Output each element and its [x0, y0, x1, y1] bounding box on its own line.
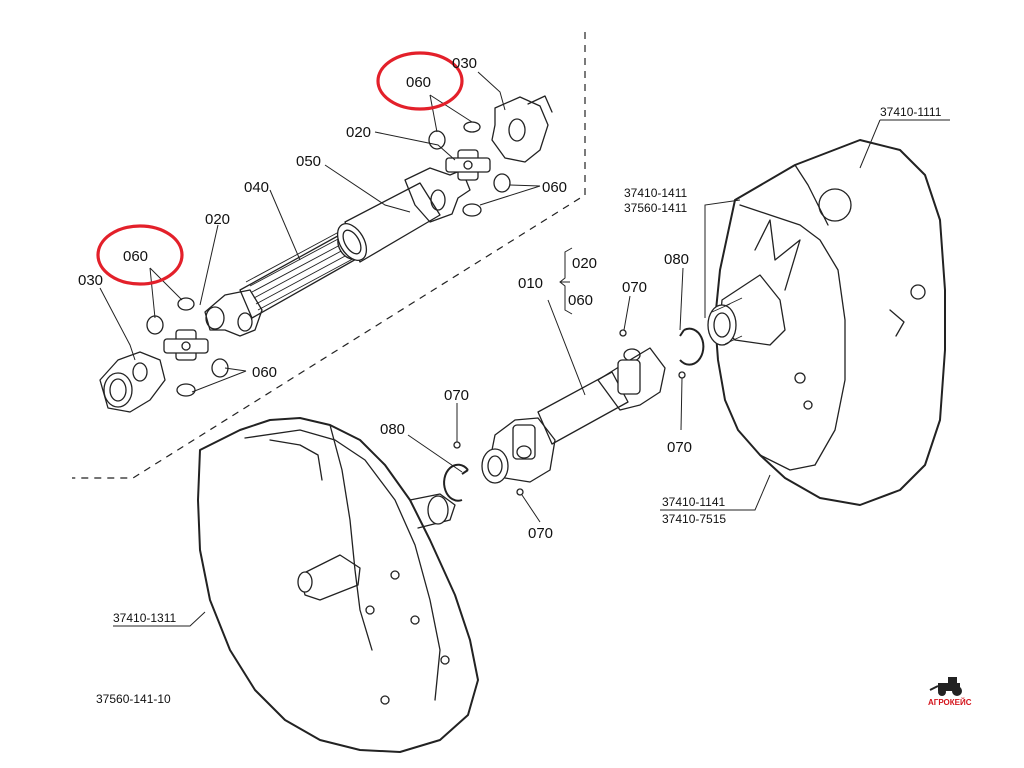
group-bracket	[559, 247, 573, 315]
callout-lower-right-070: 070	[667, 439, 692, 456]
callout-upper-080: 080	[664, 251, 689, 268]
callout-left-030: 030	[78, 272, 103, 289]
callout-top-060-circled: 060	[406, 74, 431, 91]
part-number-cover-a: 37410-1141	[662, 495, 725, 509]
snap-ring	[463, 121, 481, 133]
upper-end-yoke	[491, 96, 549, 163]
circlip-lower	[443, 463, 469, 502]
highlight-circle-top	[376, 51, 464, 111]
grease-fitting	[678, 371, 686, 379]
highlight-circle-left	[96, 224, 184, 286]
callout-top-050: 050	[296, 153, 321, 170]
callout-lower-080: 080	[380, 421, 405, 438]
callout-upper-070: 070	[622, 279, 647, 296]
part-number-rear-case: 37410-1111	[880, 105, 942, 119]
callout-left-060-circled: 060	[123, 248, 148, 265]
callout-left-020: 020	[205, 211, 230, 228]
tractor-logo-icon	[929, 677, 962, 696]
callout-top-060-right: 060	[542, 179, 567, 196]
figure-code: 37560-141-10	[96, 692, 171, 706]
grease-fitting	[453, 441, 461, 449]
snap-ring	[493, 173, 511, 193]
callout-top-020: 020	[346, 124, 371, 141]
detail-shaft-assembly	[99, 95, 553, 413]
flywheel-housing	[197, 417, 479, 753]
lower-cross-spider	[163, 329, 209, 361]
part-number-shaft-a: 37410-1411	[624, 186, 687, 200]
propeller-shaft	[481, 347, 666, 484]
grease-fitting	[516, 488, 524, 496]
tube-shaft	[336, 182, 441, 263]
snap-ring	[428, 130, 446, 150]
transmission-case	[707, 139, 946, 506]
left-end-yoke	[99, 351, 166, 413]
spline-yoke	[204, 289, 263, 337]
callout-top-030: 030	[452, 55, 477, 72]
callout-left-060-bottom: 060	[252, 364, 277, 381]
circlip-upper	[679, 327, 705, 366]
snap-ring	[176, 383, 196, 397]
detail-boundary-dashed	[72, 32, 586, 479]
callout-mid-070: 070	[444, 387, 469, 404]
part-number-flywheel-housing: 37410-1311	[113, 611, 176, 625]
leader-lines	[99, 71, 950, 627]
logo-text: АГРОКЕЙС	[928, 698, 972, 707]
grease-fitting	[619, 329, 627, 337]
callout-040: 040	[244, 179, 269, 196]
snap-ring	[177, 297, 195, 311]
part-number-cover-b: 37410-7515	[662, 512, 726, 526]
upper-cross-spider	[445, 149, 491, 181]
callout-bracket-060: 060	[568, 292, 593, 309]
part-number-shaft-b: 37560-1411	[624, 201, 687, 215]
tube-yoke	[404, 167, 471, 223]
callout-bottom-070: 070	[528, 525, 553, 542]
snap-ring	[462, 203, 482, 217]
callout-bracket-020: 020	[572, 255, 597, 272]
snap-ring	[146, 315, 164, 335]
callout-010: 010	[518, 275, 543, 292]
